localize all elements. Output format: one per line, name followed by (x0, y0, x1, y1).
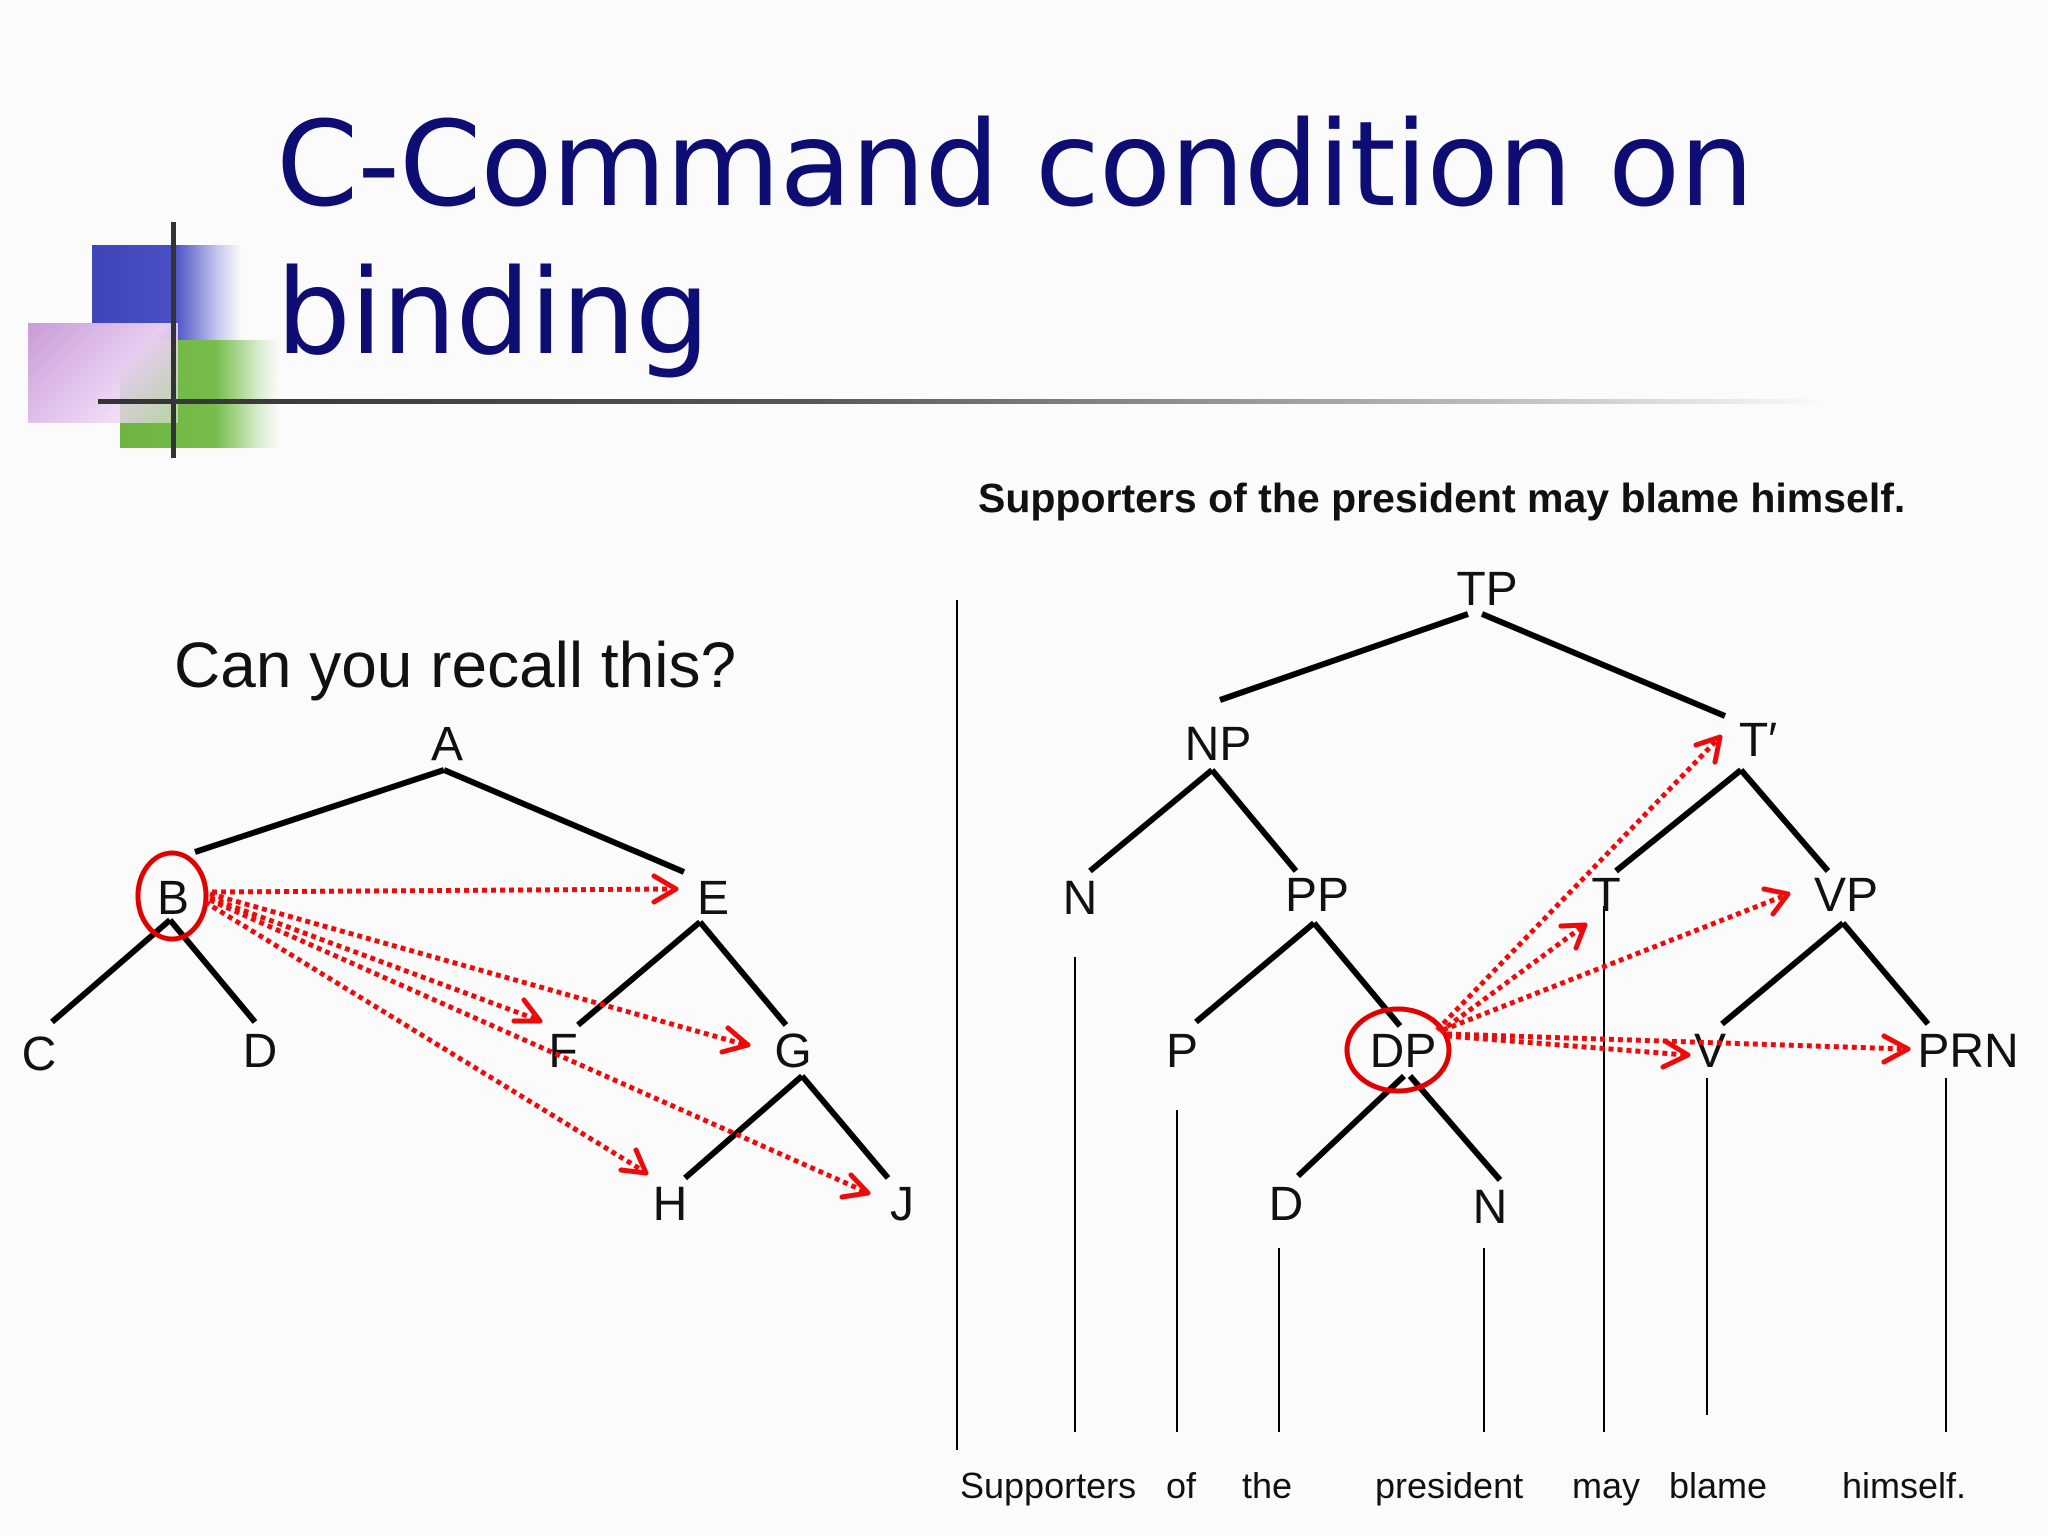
b-highlight-circle (135, 850, 209, 942)
node-tp: TP (1456, 563, 1517, 616)
edge-g-j (799, 1074, 891, 1180)
arrow-b-e-head (651, 873, 679, 905)
logo-vertical-line (171, 222, 176, 458)
node-v: V (1694, 1025, 1726, 1078)
node-d: D (1269, 1178, 1304, 1231)
word-of: of (1166, 1465, 1197, 1506)
node-tbar: T′ (1739, 714, 1777, 767)
edge-np-pp (1209, 768, 1299, 873)
logo-pink-square (28, 323, 178, 423)
word-supporters: Supporters (960, 1465, 1136, 1506)
arrow-b-j (208, 897, 868, 1195)
edge-pp-p (1194, 920, 1316, 1025)
left-tree-edges (50, 767, 891, 1181)
node-c: C (22, 1028, 57, 1081)
right-tree-edges (1088, 611, 1931, 1182)
node-t: T (1591, 869, 1620, 922)
node-np: NP (1185, 718, 1252, 771)
edge-dp-n (1407, 1074, 1503, 1182)
word-may: may (1572, 1465, 1640, 1506)
edge-dp-d (1295, 1073, 1407, 1179)
node-d: D (243, 1025, 278, 1078)
node-n: N (1063, 872, 1098, 925)
right-caption: Supporters of the president may blame hi… (978, 475, 1906, 521)
edge-e-f (576, 919, 702, 1028)
edge-vp-prn (1840, 921, 1931, 1026)
edge-b-c (50, 917, 172, 1025)
edge-tbar-vp (1738, 768, 1831, 873)
right-tree: TP NP T′ N PP T VP P DP V PRN D N (960, 563, 2019, 1506)
node-pp: PP (1285, 869, 1349, 922)
right-tree-leaf-lines (1074, 906, 1947, 1432)
right-tree-nodes: TP NP T′ N PP T VP P DP V PRN D N (1063, 563, 2019, 1234)
word-blame: blame (1669, 1465, 1767, 1506)
right-c-command-arrows (1435, 734, 1911, 1070)
node-b: B (157, 872, 189, 925)
word-president: president (1375, 1465, 1523, 1506)
node-a: A (431, 718, 463, 771)
sentence-words: Supporters of the president may blame hi… (960, 1465, 1966, 1506)
arrow-dp-prn (1446, 1031, 1907, 1052)
edge-vp-v (1720, 920, 1845, 1027)
node-dp: DP (1370, 1025, 1437, 1078)
arrow-b-f (209, 895, 539, 1023)
dp-highlight-circle (1344, 1006, 1452, 1094)
arrow-b-g (209, 891, 747, 1048)
node-j: J (890, 1178, 914, 1231)
arrow-dp-vp (1442, 892, 1787, 1033)
left-caption: Can you recall this? (174, 629, 737, 701)
word-himself: himself. (1842, 1465, 1966, 1506)
edge-a-e (442, 767, 686, 875)
arrow-dp-tbar (1435, 737, 1720, 1032)
arrow-b-h-head (618, 1147, 649, 1176)
arrow-dp-prn-head (1881, 1033, 1911, 1065)
edge-a-b (194, 767, 445, 855)
arrow-dp-vp-head (1761, 886, 1791, 917)
arrow-b-j-head (839, 1172, 871, 1200)
node-vp: VP (1814, 869, 1878, 922)
edge-np-n (1088, 767, 1214, 874)
title-underline (98, 399, 1828, 404)
edge-tp-tbar (1480, 611, 1727, 719)
node-h: H (653, 1178, 688, 1231)
left-tree: A B C D E F G H J (22, 718, 914, 1231)
node-prn: PRN (1917, 1025, 2018, 1078)
arrow-dp-t (1438, 924, 1584, 1035)
slide-title: C-Command condition on binding (276, 95, 1754, 381)
arrow-dp-t-head (1558, 922, 1588, 951)
arrow-dp-v-head (1660, 1038, 1691, 1070)
arrow-dp-tbar-head (1693, 734, 1723, 765)
node-n2: N (1473, 1181, 1508, 1234)
node-p: P (1166, 1025, 1198, 1078)
node-g: G (774, 1025, 811, 1078)
word-the: the (1242, 1465, 1292, 1506)
left-tree-nodes: A B C D E F G H J (22, 718, 914, 1231)
node-e: E (697, 872, 729, 925)
edge-g-h (683, 1073, 804, 1181)
edge-tp-np (1219, 611, 1469, 703)
arrow-b-f-head (511, 997, 543, 1024)
edge-e-g (697, 920, 789, 1027)
edge-tbar-t (1614, 767, 1743, 874)
arrow-dp-v (1446, 1033, 1687, 1058)
node-f: F (548, 1025, 577, 1078)
arrow-b-g-head (719, 1025, 751, 1055)
left-c-command-arrows (203, 873, 871, 1200)
arrow-b-e (211, 886, 677, 895)
